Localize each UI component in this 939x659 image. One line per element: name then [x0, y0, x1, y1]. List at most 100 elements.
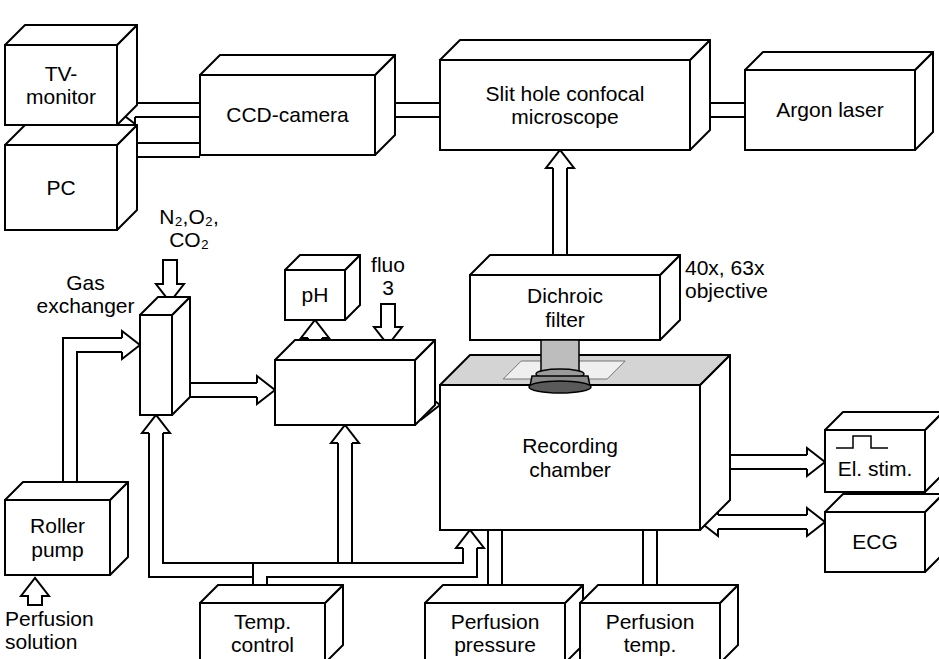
arrow-fill	[554, 167, 566, 258]
front-face	[825, 430, 925, 492]
hollow-arrow	[142, 415, 260, 603]
box-faces	[275, 360, 415, 425]
arrow-head-fill	[301, 320, 329, 338]
arrow-outline	[70, 345, 123, 500]
objective-label: 40x, 63x objective	[685, 256, 795, 302]
box-label: Perfusion pressure	[431, 610, 559, 656]
arrow-head	[301, 320, 329, 338]
top-face	[825, 412, 939, 430]
arrow-head-fill	[456, 530, 484, 548]
objective-lens	[529, 381, 591, 393]
mixing-box	[275, 360, 415, 425]
front-face	[470, 275, 660, 340]
top-face	[5, 482, 128, 500]
top-face	[285, 255, 360, 270]
top-face	[825, 494, 939, 512]
gas-input-arrow	[156, 260, 184, 302]
filter-box: Dichroic filter	[470, 275, 660, 340]
front-face	[5, 500, 110, 575]
box-label: Temp. control	[206, 610, 319, 656]
box-label: Recording chamber	[510, 434, 630, 480]
pulse-symbol	[836, 436, 888, 448]
arrow-head	[546, 150, 574, 168]
box-label: Perfusion temp.	[586, 610, 714, 656]
box-label: Roller pump	[11, 514, 104, 560]
arrow-head-fill	[142, 415, 170, 433]
top-face	[5, 125, 137, 145]
front-face	[825, 512, 925, 572]
dye-label: fluo 3	[365, 253, 411, 299]
box-label: Slit hole confocal microscope	[446, 82, 684, 128]
arrow-head	[142, 415, 170, 433]
arrow-fill	[134, 104, 200, 116]
box-label: pH	[302, 283, 329, 306]
arrow-head	[331, 425, 359, 443]
dye-input-arrow	[374, 304, 402, 345]
top-face	[745, 52, 933, 70]
arrow-fill	[156, 432, 260, 603]
box-label: CCD-camera	[226, 103, 349, 126]
front-face	[425, 603, 565, 659]
temperature-monitor-box: Perfusion temp.	[580, 603, 720, 659]
microscope-box: Slit hole confocal microscope	[440, 60, 690, 150]
ph-box: pH	[285, 270, 345, 320]
box-label: TV-monitor	[11, 62, 111, 108]
front-face	[200, 75, 375, 155]
pressure-monitor-box: Perfusion pressure	[425, 603, 565, 659]
solution-label: Perfusion solution	[5, 607, 110, 653]
pump-box: Roller pump	[5, 500, 110, 575]
stimulator-box: El. stim.	[825, 430, 925, 492]
front-face	[140, 315, 172, 415]
arrow-fill	[70, 345, 123, 500]
arrow-fill	[134, 144, 200, 156]
arrow-head	[807, 508, 825, 536]
arrow-head-fill	[257, 376, 275, 404]
monitor-box: TV-monitor	[5, 45, 117, 125]
objective-ring	[536, 369, 584, 379]
top-face	[200, 55, 395, 75]
arrow-head-fill	[331, 425, 359, 443]
front-face	[580, 603, 720, 659]
box-label: Gas exchanger	[33, 271, 138, 317]
arrow-fill	[644, 530, 656, 586]
arrow-outline	[717, 514, 808, 530]
arrow-outline	[260, 442, 345, 603]
top-face	[440, 40, 710, 60]
box-label: El. stim.	[838, 457, 913, 480]
front-face	[440, 385, 700, 530]
front-face	[200, 603, 325, 659]
camera-box: CCD-camera	[200, 75, 375, 155]
top-face	[470, 255, 680, 275]
arrow-outline	[134, 142, 200, 158]
hollow-arrow	[70, 331, 140, 500]
arrow-head	[122, 331, 140, 359]
front-face	[285, 270, 345, 320]
top-face	[140, 297, 190, 315]
arrow-head-fill	[122, 331, 140, 359]
top-face	[440, 355, 730, 385]
objective-nose	[530, 376, 590, 386]
gas-label: N₂,O₂, CO₂	[150, 205, 228, 251]
arrow-outline	[642, 530, 658, 586]
top-face	[580, 585, 738, 603]
arrow-outline	[134, 102, 200, 118]
top-face	[275, 340, 435, 360]
temperature-control-box: Temp. control	[200, 603, 325, 659]
box-label: Argon laser	[776, 98, 883, 121]
arrow-head-fill	[546, 150, 574, 168]
objective-barrel	[541, 340, 579, 372]
arrow-fill	[717, 516, 808, 528]
arrow-head-fill	[807, 448, 825, 476]
top-face	[425, 585, 583, 603]
top-face	[5, 25, 137, 45]
side-face	[172, 297, 190, 415]
arrow-fill	[260, 442, 345, 603]
front-face	[440, 60, 690, 150]
arrow-head	[807, 448, 825, 476]
arrow-head-fill	[807, 508, 825, 536]
arrow-fill	[392, 104, 440, 116]
box-label: ECG	[852, 530, 898, 553]
laser-box: Argon laser	[745, 70, 915, 150]
arrow-fill	[707, 104, 745, 116]
glass-slide	[503, 361, 625, 379]
